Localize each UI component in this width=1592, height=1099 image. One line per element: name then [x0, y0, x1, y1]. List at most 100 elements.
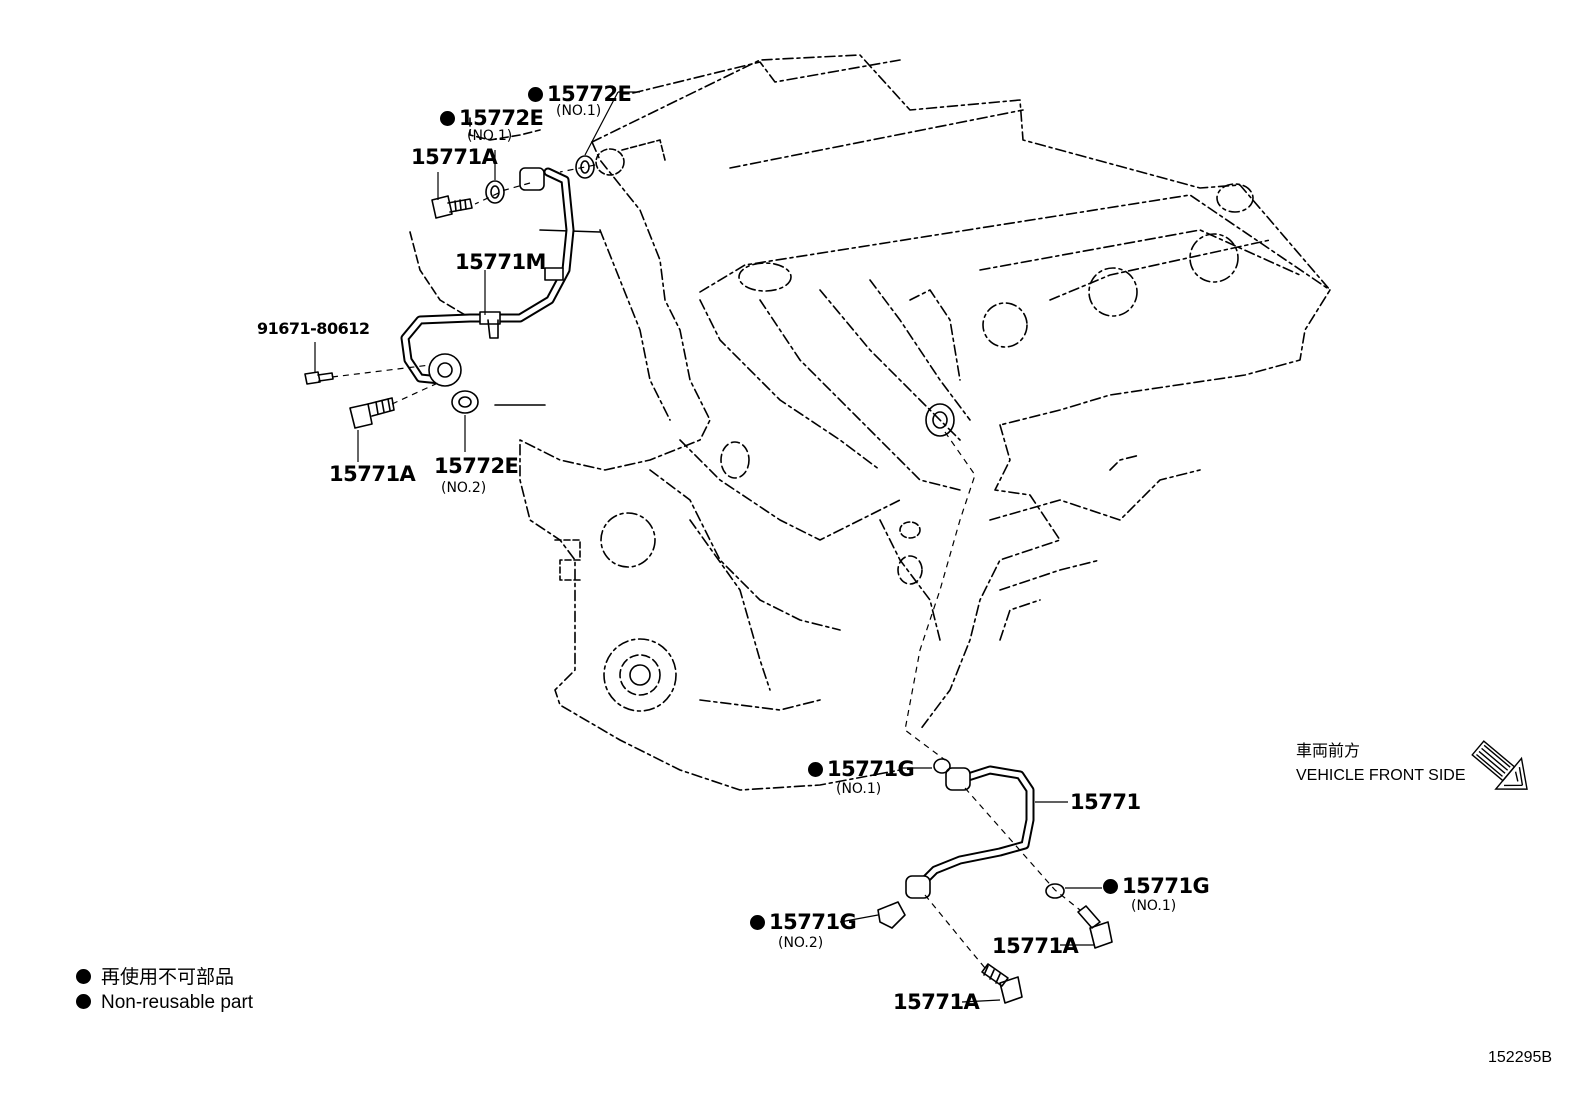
axis-line-upper-2 — [559, 164, 596, 173]
gasket-15771g-upper — [933, 758, 951, 774]
front-direction-ja: 車両前方 — [1296, 743, 1361, 760]
cam-port-4 — [738, 262, 792, 292]
union-bolt-lower-bottom-head — [999, 976, 1023, 1004]
boss-1 — [720, 441, 750, 479]
crank-pulley-inner — [619, 654, 661, 696]
gasket-15772e-mid-hole — [490, 185, 500, 199]
leader-15771a-bottom — [961, 999, 1001, 1003]
note-15772e-mid: (NO.1) — [467, 128, 513, 144]
legend-row-ja: 再使用不可部品 — [76, 968, 234, 987]
block-line-9 — [879, 519, 941, 641]
bolt-91671-head — [304, 371, 321, 385]
filled-dot-icon — [750, 915, 765, 930]
gasket-15771g-right — [1045, 883, 1065, 899]
block-line-13 — [1109, 454, 1141, 471]
intake-ridge — [699, 194, 1331, 293]
cam-end-cap — [1216, 183, 1254, 213]
upper-block-left-2 — [409, 231, 471, 319]
axis-line-vertical — [904, 431, 976, 761]
axis-line-upper-1 — [474, 182, 531, 205]
block-line-12 — [999, 599, 1041, 641]
note-15771g-no2: (NO.2) — [778, 935, 824, 951]
oil-port-upper — [925, 403, 955, 437]
block-line-7 — [649, 469, 841, 631]
block-line-10 — [989, 469, 1201, 521]
pulley-tab — [554, 539, 581, 581]
filled-dot-icon — [1103, 879, 1118, 894]
cam-port-2 — [1088, 267, 1138, 317]
cam-port-3 — [1189, 233, 1239, 283]
gasket-15772e-mid — [485, 180, 505, 204]
union-bolt-left-head — [349, 403, 373, 429]
block-line-15 — [699, 699, 821, 711]
oil-port-upper-inner — [932, 411, 948, 429]
cam-port-1 — [982, 302, 1028, 348]
label-15771a-lower-right: 15771A — [992, 934, 1079, 958]
upper-port-line — [621, 139, 666, 161]
label-15771g-left: 15771G — [808, 759, 915, 780]
note-15772e-no2: (NO.2) — [441, 480, 487, 496]
head-ridge — [979, 229, 1301, 276]
boss-3 — [899, 521, 921, 539]
block-line-3 — [819, 289, 961, 441]
upper-pipe-fitting — [519, 167, 545, 191]
filled-dot-icon — [808, 762, 823, 777]
union-bolt-upper-head — [431, 195, 453, 219]
lower-pipe-fitting-lower — [905, 875, 931, 899]
note-15771g-right: (NO.1) — [1131, 898, 1177, 914]
block-line-5 — [599, 229, 671, 421]
label-91671-80612: 91671-80612 — [257, 319, 370, 338]
label-15771a-upper: 15771A — [411, 145, 498, 169]
union-bolt-lower-right-head — [1089, 921, 1113, 949]
lower-banjo — [428, 353, 462, 387]
label-15771a-bottom: 15771A — [893, 990, 980, 1014]
legend-row-en: Non-reusable part — [76, 993, 253, 1012]
gasket-15772e-top-hole — [580, 160, 590, 174]
block-line-6 — [679, 439, 901, 541]
gasket-15772e-no2-hole — [458, 396, 472, 408]
label-15771g-right: 15771G — [1103, 876, 1210, 897]
engine-outline-upper — [591, 54, 1331, 426]
block-line-2 — [759, 299, 961, 491]
gasket-15772e-no2 — [451, 390, 479, 414]
axis-line-lower-2 — [924, 894, 986, 969]
union-bolt-upper-thread — [454, 199, 467, 212]
idler-pulley — [600, 512, 656, 568]
filled-dot-icon — [528, 87, 543, 102]
gasket-15771g-no2 — [877, 901, 906, 929]
lower-oil-pipe-core — [917, 767, 1033, 888]
engine-outline-left — [519, 141, 901, 791]
filled-dot-icon — [76, 994, 91, 1009]
block-line-11 — [999, 559, 1101, 591]
label-15772e-mid: 15772E — [440, 108, 544, 129]
axis-line-upper-3 — [331, 364, 431, 378]
label-15771g-no2: 15771G — [750, 912, 857, 933]
filled-dot-icon — [76, 969, 91, 984]
engine-outline-right — [919, 424, 1061, 731]
pipe-clamp-upper — [544, 267, 564, 281]
label-15771a-left: 15771A — [329, 462, 416, 486]
boss-2 — [897, 555, 923, 585]
figure-number: 152295B — [1488, 1049, 1553, 1066]
bolt-91671-shank — [317, 372, 334, 382]
cam-cover-edge — [632, 59, 901, 94]
pipe-clamp-mid — [479, 311, 501, 325]
block-line-8 — [689, 519, 771, 691]
union-bolt-lower-bottom-shank — [981, 963, 1009, 987]
gasket-15772e-top — [575, 155, 595, 179]
note-15772e-top: (NO.1) — [556, 103, 602, 119]
leader-15771g-no2 — [839, 914, 879, 923]
block-line-14 — [909, 289, 961, 381]
axis-line-upper-4 — [391, 381, 441, 405]
arrow-down-right-icon — [1471, 740, 1528, 790]
lower-banjo-hole — [437, 362, 453, 378]
note-15771g-left: (NO.1) — [836, 781, 882, 797]
union-bolt-lower-bottom-thread — [983, 965, 1001, 984]
clamp-bracket — [487, 319, 499, 339]
front-direction-en: VEHICLE FRONT SIDE — [1296, 767, 1466, 784]
filled-dot-icon — [440, 111, 455, 126]
block-line-1 — [699, 299, 881, 471]
crank-pulley-hub — [629, 664, 651, 686]
label-15772e-top: 15772E — [528, 84, 632, 105]
